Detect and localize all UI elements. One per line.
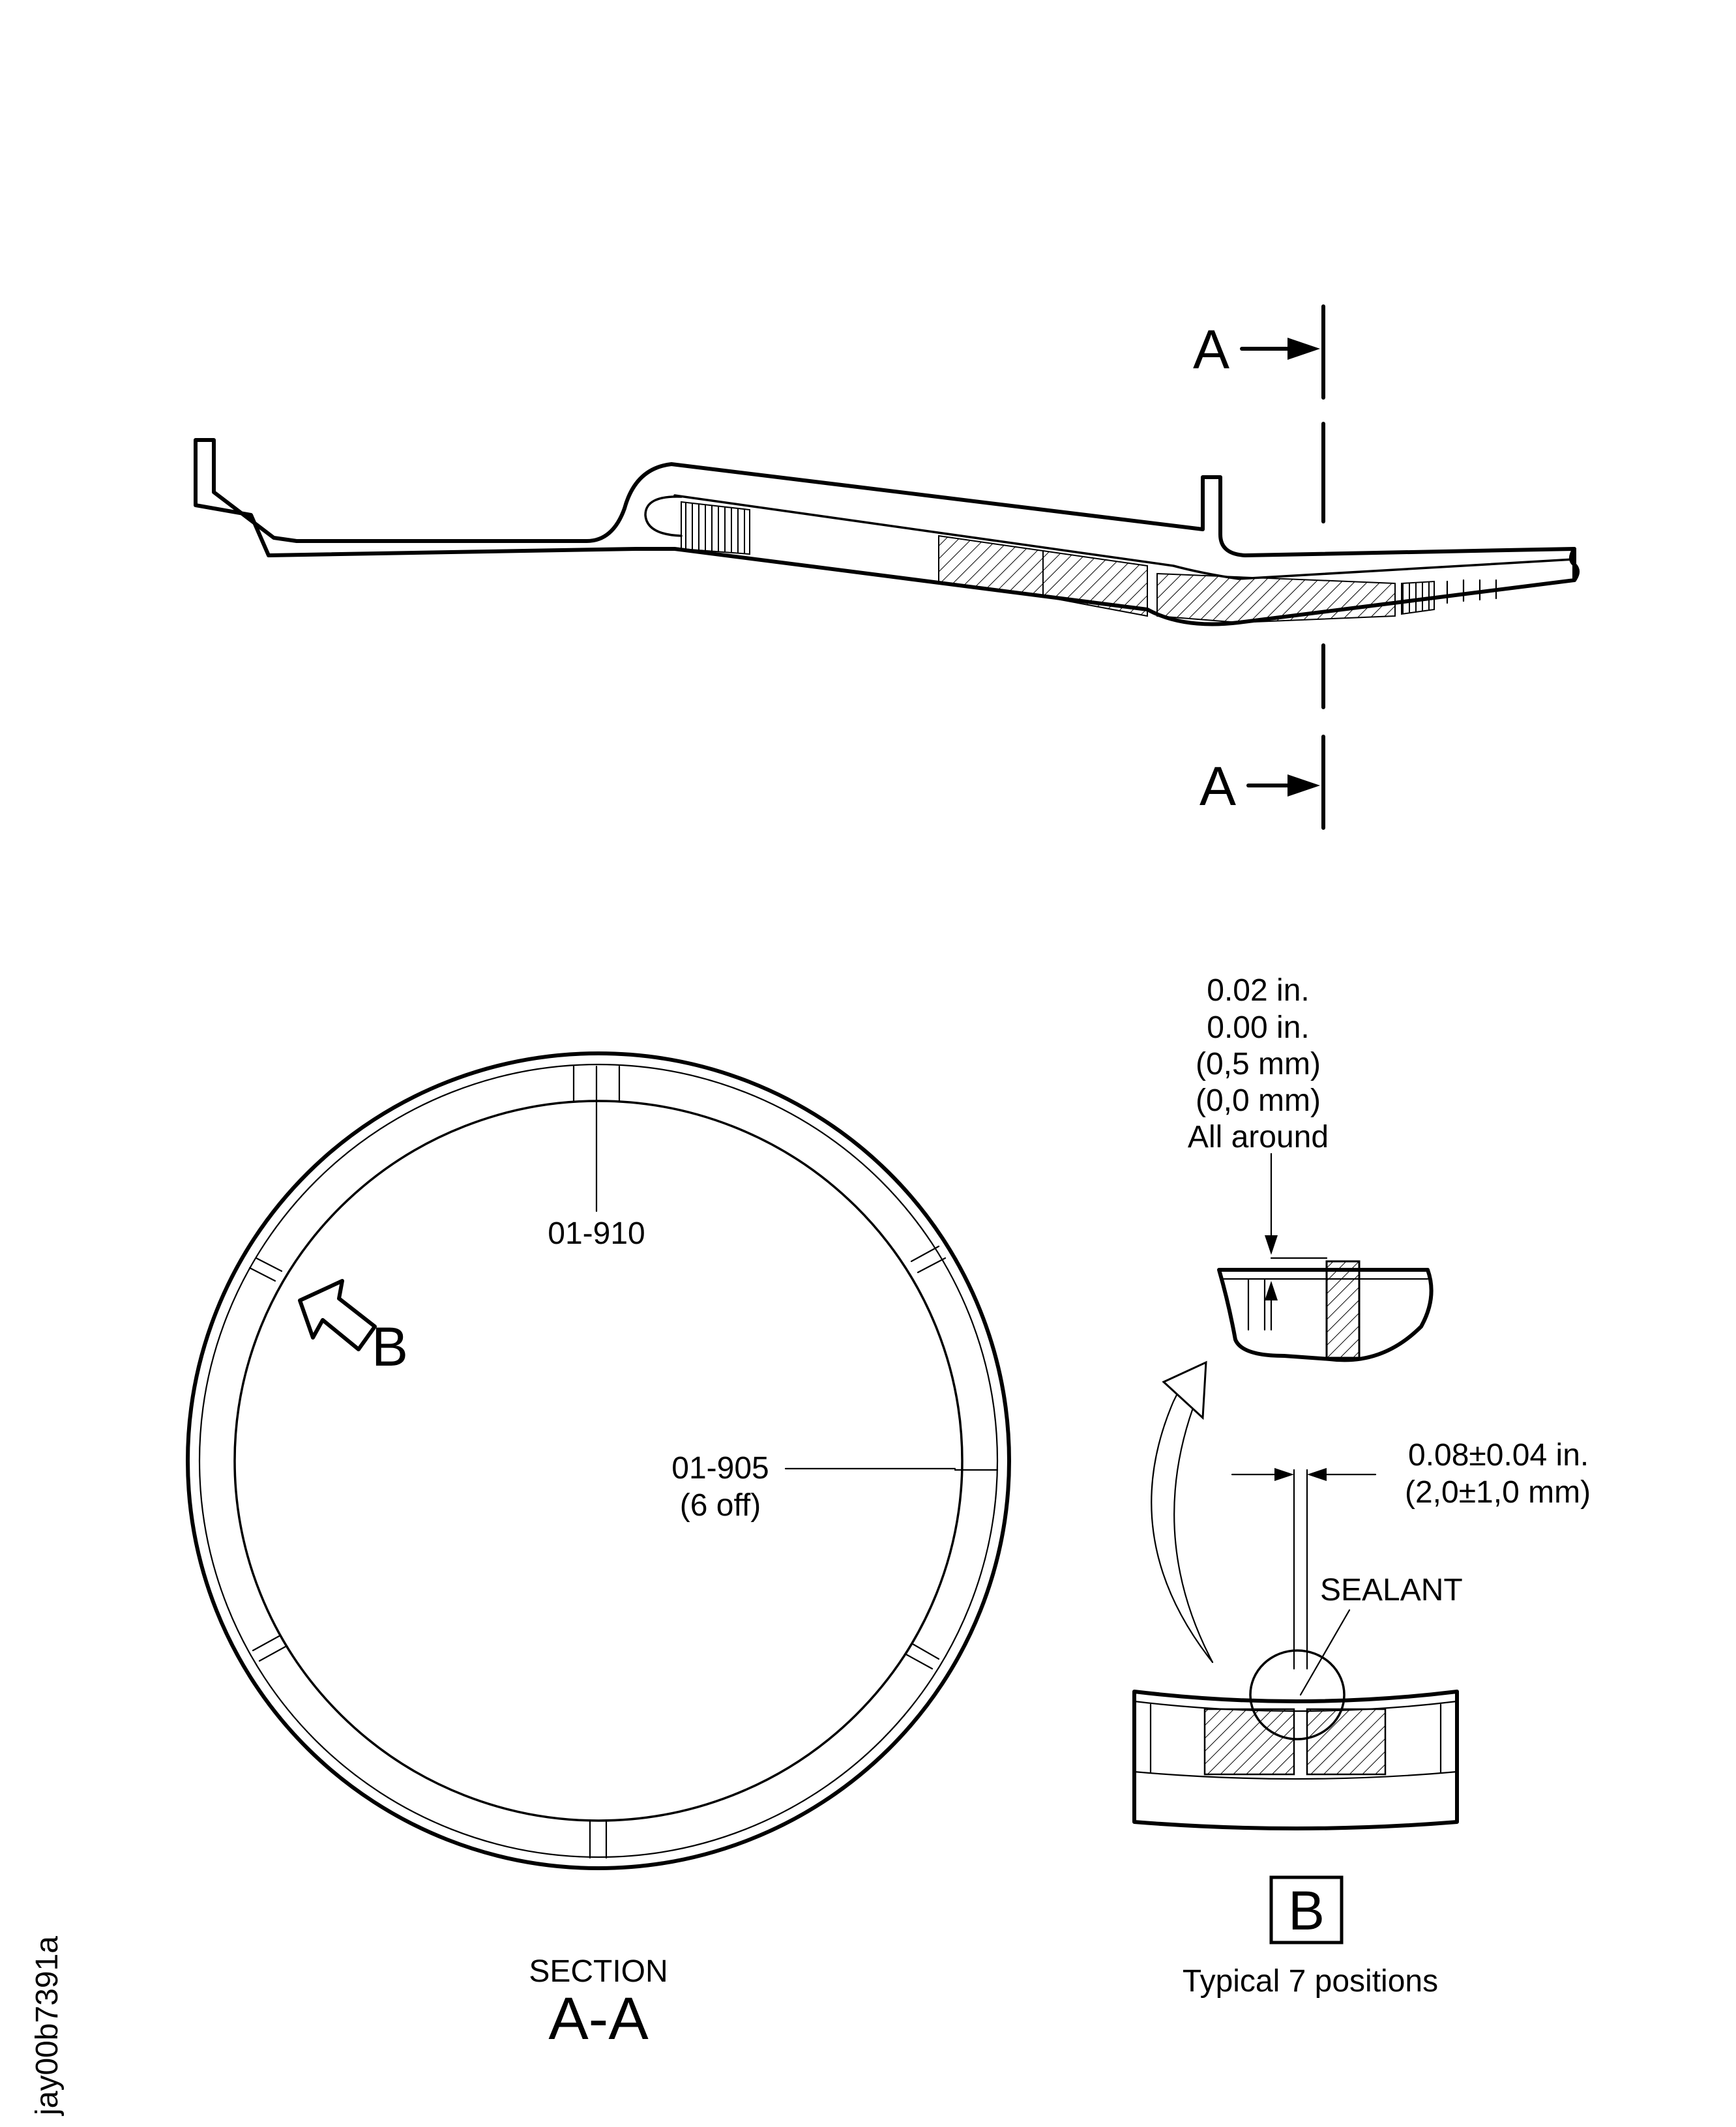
profile-break <box>1569 547 1580 582</box>
ring-joint <box>910 1245 947 1274</box>
ring-joint <box>252 1635 287 1662</box>
gap-dim-mm: (2,0±1,0 mm) <box>1405 1475 1591 1510</box>
detail-joint <box>1132 1649 1459 1830</box>
sealant-leader <box>1299 1609 1351 1696</box>
detail-enlarged <box>1217 1152 1434 1362</box>
ring-joint <box>248 1257 283 1282</box>
profile-pocket <box>644 495 683 537</box>
figure-id: jay00b7391a <box>30 1936 65 2117</box>
section-word: SECTION <box>529 1954 668 1989</box>
sealant-label: SEALANT <box>1320 1573 1463 1607</box>
hatch-seg-4 <box>1156 572 1396 624</box>
curved-arrow-head <box>1162 1360 1207 1420</box>
dim-top-line-4: (0,0 mm) <box>1196 1083 1321 1118</box>
gap-dimension <box>1231 1468 1377 1670</box>
part-label-905-qty: (6 off) <box>680 1488 761 1523</box>
section-ring <box>186 1051 1011 1870</box>
section-name: A-A <box>548 1986 649 2052</box>
section-mark-upper: A <box>1193 319 1229 380</box>
part-label-910: 01-910 <box>548 1216 645 1251</box>
section-mark-lower: A <box>1199 755 1236 817</box>
ring-joint <box>905 1643 940 1670</box>
section-cut-line <box>1240 304 1325 830</box>
part-label-905: 01-905 <box>671 1451 769 1486</box>
detail-curved-arrow-2 <box>1173 1407 1214 1664</box>
dim-top-line-3: (0,5 mm) <box>1196 1047 1321 1081</box>
detail-box-label: B <box>1288 1880 1325 1941</box>
dim-top-line-2: 0.00 in. <box>1207 1010 1309 1045</box>
ring-joint <box>589 1819 608 1859</box>
detail-box <box>1269 1875 1344 1944</box>
dim-top-line-1: 0.02 in. <box>1207 973 1309 1008</box>
dim-top-line-5: All around <box>1188 1120 1329 1154</box>
gap-dim-in: 0.08±0.04 in. <box>1408 1438 1589 1473</box>
view-arrow-label: B <box>372 1316 408 1377</box>
profile-outline <box>194 438 1576 626</box>
detail-curved-arrow <box>1151 1394 1214 1664</box>
hatch-seg-3 <box>1042 550 1148 617</box>
hatch-seg-1 <box>681 501 750 555</box>
detail-caption: Typical 7 positions <box>1183 1964 1438 1999</box>
ring-joint <box>572 1065 621 1103</box>
view-arrow-icon <box>298 1279 377 1351</box>
hatch-seg-5 <box>1401 580 1435 615</box>
profile-slots <box>1446 579 1497 604</box>
profile-view <box>194 438 1580 626</box>
